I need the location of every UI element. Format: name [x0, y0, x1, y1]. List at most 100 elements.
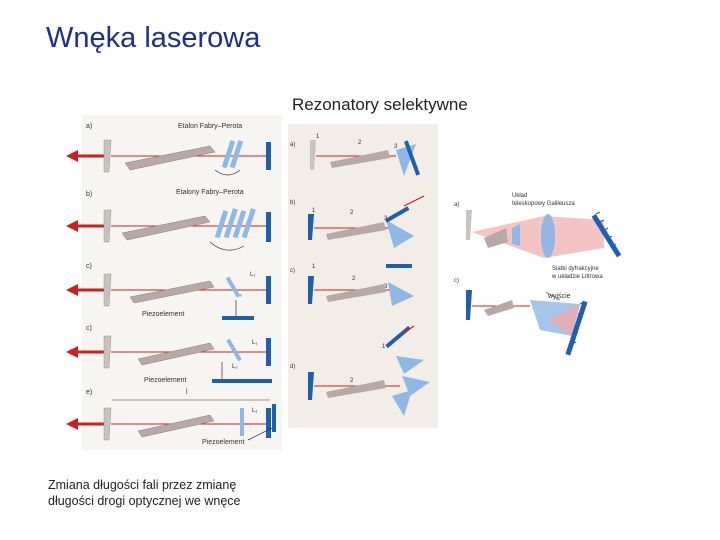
number-label: 2 [358, 140, 362, 146]
row-letter: e) [86, 389, 92, 396]
row-b-etalons: b) Etalony Fabry–Perota [66, 189, 271, 251]
prism [392, 390, 412, 416]
side-label: w układzie Littrowa [551, 274, 603, 280]
etalon-plate [214, 210, 229, 239]
output-arrow-head [66, 346, 78, 358]
galileo-telescope-panel: a) Układ teleskopowy Galileusza [454, 193, 622, 258]
left-figure: a) Etalon Fabry–Perota b) Etalony Fabry–… [66, 115, 282, 450]
row-label: Etalon Fabry–Perota [178, 123, 242, 130]
tilt-arrow [214, 169, 241, 176]
output-mirror [103, 407, 112, 441]
caption-line: Zmiana długości fali przez zmianę [48, 478, 237, 492]
prism-3 [386, 220, 414, 248]
number-label: 2 [352, 276, 356, 282]
output-mirror [103, 139, 112, 173]
prism-3 [388, 282, 414, 306]
grating [403, 140, 421, 176]
output-arrow-head [66, 220, 78, 232]
mirror-tilted [385, 325, 411, 349]
beam-cone [472, 216, 604, 258]
number-label: 2 [350, 210, 354, 216]
mirror-1 [308, 214, 314, 240]
beam-cone [548, 304, 580, 336]
telescope-lens [541, 214, 555, 258]
piezo-element [212, 379, 272, 383]
gain-crystal [129, 280, 215, 304]
side-letter: a) [454, 202, 459, 208]
end-mirror [266, 408, 271, 438]
row-e-piezo: e) l L₁ Piezoelement [66, 389, 276, 446]
piezo-label: Piezoelement [144, 377, 186, 384]
row-label: Etalony Fabry–Perota [176, 189, 244, 196]
piezo-label: Piezoelement [142, 311, 184, 318]
number-label: 1 [312, 264, 316, 270]
number-label: 1 [382, 344, 386, 350]
rezonator-row-d: d) 1 2 [290, 325, 430, 416]
end-mirror [266, 338, 271, 366]
output-beam [401, 325, 415, 335]
number-label: 1 [316, 134, 320, 140]
row-letter: c) [86, 263, 92, 270]
lens-label-l1: L₁ [252, 340, 257, 346]
side-letter: c) [454, 278, 459, 284]
piezo-arrow [247, 427, 273, 441]
etalon-plate [232, 210, 247, 239]
row-letter: c) [290, 268, 295, 274]
crystal [484, 228, 508, 248]
number-label: 3 [394, 144, 398, 150]
lens-label-l1: L₁ [252, 408, 257, 414]
slide-title: Wnęka laserowa [46, 22, 261, 54]
row-letter: b) [290, 200, 295, 206]
lens-l1 [240, 408, 244, 436]
rezonator-row-b: b) 1 2 3 [290, 195, 425, 248]
number-label: 1 [312, 208, 316, 214]
end-mirror [266, 212, 271, 242]
row-letter: a) [86, 123, 92, 130]
lens-label-l2: L₂ [232, 364, 238, 370]
piezo-element [272, 404, 276, 432]
mirror-top [386, 264, 412, 268]
lens-label-l1: L₁ [250, 272, 255, 278]
output-arrow-head [66, 150, 78, 162]
gain-crystal [137, 414, 215, 438]
row-d-piezo: c) L₁ L₂ Piezoelement [66, 325, 272, 384]
caption-line: długości drogi optycznej we wnęce [48, 494, 241, 508]
end-mirror [266, 276, 271, 304]
side-label: teleskopowy Galileusza [512, 201, 575, 207]
telescope-lens [512, 224, 520, 246]
crystal-2 [326, 380, 386, 398]
grating [591, 214, 622, 258]
littrow-grating-panel: c) Siatki dyfrakcyjne w układzie Littrow… [454, 266, 603, 356]
etalon-plate [221, 140, 236, 169]
mirror-1 [310, 140, 316, 170]
rezonator-row-c: c) 1 2 3 [290, 264, 414, 306]
gain-crystal [137, 342, 215, 366]
gain-crystal [121, 215, 211, 241]
right-figure-title: Rezonatory selektywne [292, 95, 468, 114]
crystal-2 [330, 150, 390, 168]
prism [396, 356, 424, 374]
crystal [484, 300, 514, 316]
output-label: wyjście [547, 293, 571, 300]
number-label: 3 [384, 284, 388, 290]
side-label: Układ [512, 193, 527, 199]
output-beam [403, 195, 425, 207]
etalon-plate [241, 208, 256, 239]
lens-l1 [226, 338, 242, 362]
right-figure: Rezonatory selektywne a) 1 2 3 b) 1 2 3 [288, 95, 626, 428]
row-letter: d) [290, 364, 295, 370]
grating-teeth [571, 301, 585, 345]
number-label: 2 [350, 378, 354, 384]
etalon-plate [223, 208, 238, 239]
output-arrow [545, 291, 561, 301]
row-letter: c) [86, 325, 92, 332]
slide-caption: Zmiana długości fali przez zmianę długoś… [48, 477, 288, 509]
output-mirror [103, 209, 112, 243]
output-mirror [466, 290, 472, 320]
gain-crystal [124, 145, 216, 171]
output-mirror [103, 335, 112, 369]
row-letter: a) [290, 142, 295, 148]
output-mirror [103, 273, 112, 307]
lens-l1 [225, 276, 241, 298]
piezo-element [222, 316, 254, 320]
